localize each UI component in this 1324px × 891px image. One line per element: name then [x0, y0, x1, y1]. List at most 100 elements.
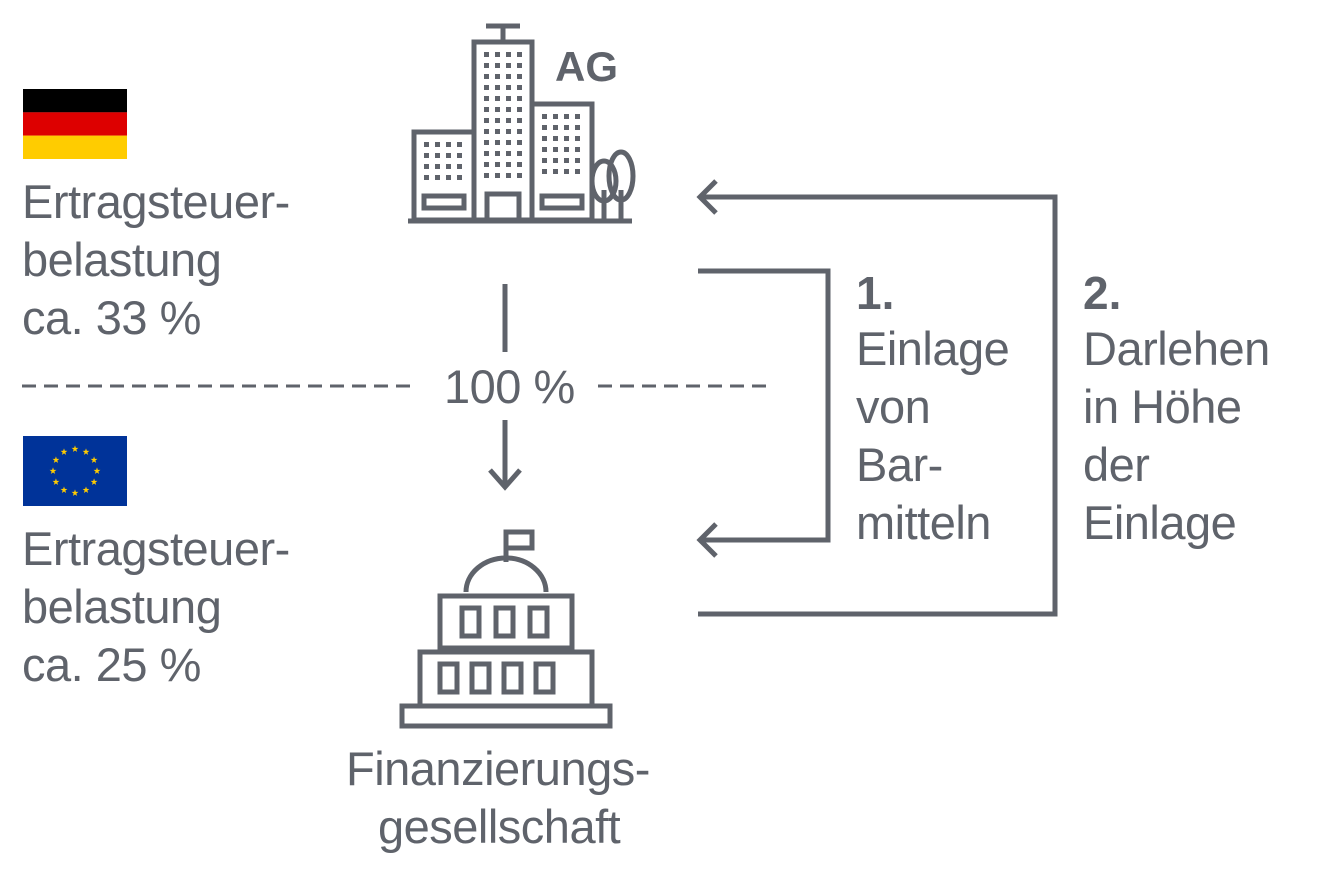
step1-line1: Einlage: [856, 322, 1010, 375]
germany-tax-line3: ca. 33 %: [22, 291, 201, 344]
financing-company-label-line2: gesellschaft: [378, 800, 621, 853]
eu-tax-line2: belastung: [22, 580, 222, 633]
window-icon: [424, 153, 429, 158]
window-icon: [495, 151, 500, 156]
window-icon: [424, 164, 429, 169]
step2-line2: in Höhe: [1083, 380, 1242, 433]
window-icon: [484, 63, 489, 68]
germany-flag: [23, 89, 127, 159]
eu-flag: [23, 436, 127, 506]
window-icon: [446, 142, 451, 147]
window-icon: [506, 96, 511, 101]
window-icon: [517, 140, 522, 145]
window-icon: [542, 169, 547, 174]
eu-star-icon: [93, 467, 101, 474]
eu-tax-line3: ca. 25 %: [22, 638, 201, 691]
window-icon: [495, 129, 500, 134]
window-icon: [564, 147, 569, 152]
window-icon: [506, 129, 511, 134]
window-icon: [517, 63, 522, 68]
step1-line2: von: [856, 380, 931, 433]
window-icon: [484, 162, 489, 167]
eu-star-icon: [82, 448, 90, 455]
window-icon: [564, 158, 569, 163]
window-icon: [517, 173, 522, 178]
window-icon: [506, 118, 511, 123]
window-icon: [506, 63, 511, 68]
window-icon: [553, 169, 558, 174]
germany-tax-line2: belastung: [22, 233, 222, 286]
eu-star-icon: [71, 445, 79, 452]
window-icon: [457, 142, 462, 147]
window-icon: [495, 118, 500, 123]
window-icon: [495, 63, 500, 68]
step1-flow-line: [698, 268, 831, 543]
window-icon: [435, 175, 440, 180]
eu-star-icon: [82, 486, 90, 493]
window-icon: [506, 140, 511, 145]
eu-star-icon: [90, 478, 98, 485]
window-icon: [553, 147, 558, 152]
window-icon: [575, 114, 580, 119]
window-icon: [457, 175, 462, 180]
window-icon: [457, 153, 462, 158]
window-icon: [575, 158, 580, 163]
window-icon: [484, 140, 489, 145]
eu-star-icon: [60, 486, 68, 493]
window-icon: [575, 125, 580, 130]
window-icon: [517, 118, 522, 123]
window-icon: [484, 118, 489, 123]
window-icon: [424, 175, 429, 180]
window-icon: [495, 162, 500, 167]
window-icon: [542, 158, 547, 163]
step1-number: 1.: [856, 267, 895, 319]
step2-flow-line: [698, 194, 1058, 617]
ownership-arrow-head: [488, 468, 522, 491]
step1-line4: mitteln: [856, 496, 991, 549]
window-icon: [506, 85, 511, 90]
window-icon: [506, 151, 511, 156]
window-icon: [564, 169, 569, 174]
window-icon: [575, 169, 580, 174]
window-icon: [484, 74, 489, 79]
window-icon: [506, 162, 511, 167]
eu-star-icon: [71, 489, 79, 496]
step2-number: 2.: [1083, 267, 1122, 319]
window-icon: [495, 173, 500, 178]
window-icon: [446, 164, 451, 169]
step1-line3: Bar-: [856, 438, 943, 491]
step2-arrow-head: [696, 179, 718, 215]
window-icon: [495, 74, 500, 79]
window-icon: [517, 52, 522, 57]
ag-building-windows: [424, 52, 580, 180]
window-icon: [517, 85, 522, 90]
window-icon: [517, 96, 522, 101]
window-icon: [506, 173, 511, 178]
window-icon: [495, 140, 500, 145]
window-icon: [564, 125, 569, 130]
window-icon: [484, 129, 489, 134]
window-icon: [553, 125, 558, 130]
window-icon: [517, 74, 522, 79]
step2-line3: der: [1083, 438, 1150, 491]
window-icon: [484, 151, 489, 156]
window-icon: [484, 85, 489, 90]
germany-tax-line1: Ertragsteuer-: [22, 175, 290, 228]
window-icon: [495, 85, 500, 90]
eu-star-icon: [49, 467, 57, 474]
window-icon: [495, 107, 500, 112]
window-icon: [553, 158, 558, 163]
window-icon: [542, 136, 547, 141]
step2-line4: Einlage: [1083, 496, 1237, 549]
window-icon: [542, 125, 547, 130]
window-icon: [435, 153, 440, 158]
window-icon: [484, 52, 489, 57]
financing-company-label-line1: Finanzierungs-: [346, 742, 650, 795]
office-buildings-icon: [408, 23, 636, 224]
window-icon: [506, 74, 511, 79]
window-icon: [435, 164, 440, 169]
window-icon: [484, 173, 489, 178]
window-icon: [542, 114, 547, 119]
eu-star-icon: [52, 478, 60, 485]
